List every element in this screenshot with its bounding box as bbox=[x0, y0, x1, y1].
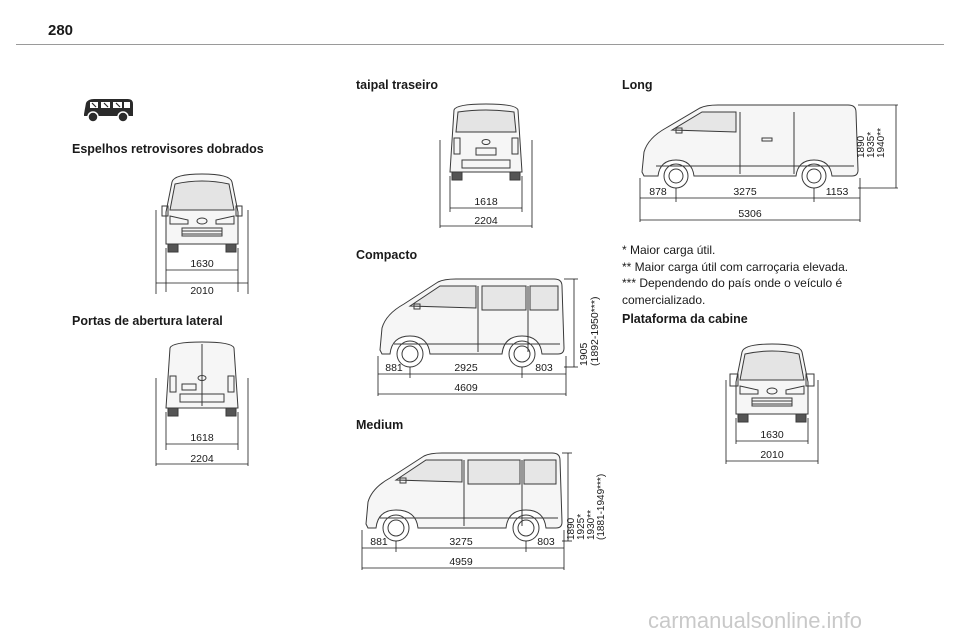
van-side-view-long: 878 3275 1153 5306 1890 1935* 1940** bbox=[639, 104, 898, 222]
header-rule bbox=[16, 44, 944, 45]
heading-long: Long bbox=[622, 78, 653, 92]
dimension-medium-height-range: (1881-1949***) bbox=[596, 474, 607, 540]
van-front-view-cab-platform: 1630 2010 bbox=[725, 343, 819, 464]
dimension-medium-height-raised: 1930** bbox=[586, 510, 597, 540]
footnotes: * Maior carga útil. ** Maior carga útil … bbox=[622, 242, 922, 308]
heading-side-doors: Portas de abertura lateral bbox=[72, 314, 223, 328]
van-rear-view-side-doors: 1618 2204 bbox=[155, 341, 249, 466]
dimension-cab-outer-width: 2010 bbox=[760, 449, 784, 461]
dimension-medium-wheelbase: 3275 bbox=[449, 536, 473, 548]
dimension-front-outer-width: 2010 bbox=[190, 285, 214, 297]
van-front-view-folded-mirrors: 1630 2010 bbox=[155, 173, 249, 297]
footnote-country-cont: comercializado. bbox=[622, 292, 706, 307]
dimension-compact-front-overhang: 881 bbox=[385, 362, 403, 374]
page-number: 280 bbox=[48, 22, 74, 39]
dimension-medium-front-overhang: 881 bbox=[370, 536, 388, 548]
van-rear-view-tailgate: 1618 2204 bbox=[439, 103, 533, 228]
dimension-cab-inner-width: 1630 bbox=[760, 429, 784, 441]
dimension-compact-rear-overhang: 803 bbox=[535, 362, 553, 374]
van-side-view-medium: 881 3275 803 4959 1890 1925* 1930** (188… bbox=[361, 452, 607, 570]
heading-cab-platform: Plataforma da cabine bbox=[622, 312, 748, 326]
dimension-compact-wheelbase: 2925 bbox=[454, 362, 478, 374]
dimension-compact-height-range: (1892-1950***) bbox=[589, 297, 601, 366]
dimension-front-inner-width: 1630 bbox=[190, 258, 214, 270]
dimension-rear-inner-width: 1618 bbox=[190, 432, 214, 444]
dimension-medium-height: 1890 bbox=[566, 517, 577, 540]
dimension-medium-rear-overhang: 803 bbox=[537, 536, 555, 548]
heading-compact: Compacto bbox=[356, 248, 418, 262]
dimension-long-wheelbase: 3275 bbox=[733, 186, 757, 198]
dimension-rear-outer-width: 2204 bbox=[190, 453, 214, 465]
dimension-compact-height: 1905 bbox=[578, 342, 590, 366]
dimension-long-rear-overhang: 1153 bbox=[826, 186, 849, 198]
dimension-medium-height-max-load: 1925* bbox=[576, 514, 587, 540]
van-pictogram-icon bbox=[84, 99, 133, 123]
heading-medium: Medium bbox=[356, 418, 404, 432]
heading-folded-mirrors: Espelhos retrovisores dobrados bbox=[72, 142, 264, 156]
van-side-view-compact: 881 2925 803 4609 1905 (1892-1950***) bbox=[377, 278, 601, 396]
dimension-long-front-overhang: 878 bbox=[649, 186, 667, 198]
dimension-long-total-length: 5306 bbox=[738, 208, 762, 220]
dimension-tailgate-inner-width: 1618 bbox=[474, 196, 498, 208]
dimension-long-height: 1890 bbox=[856, 135, 867, 158]
dimension-long-height-raised: 1940** bbox=[876, 128, 887, 158]
heading-tailgate: taipal traseiro bbox=[356, 78, 438, 92]
footnote-max-load: * Maior carga útil. bbox=[622, 243, 716, 257]
dimension-medium-total-length: 4959 bbox=[449, 556, 473, 568]
dimension-tailgate-outer-width: 2204 bbox=[474, 215, 498, 227]
footnote-country: *** Dependendo do país onde o veículo é bbox=[622, 276, 843, 290]
dimension-long-height-max-load: 1935* bbox=[866, 132, 877, 158]
watermark: carmanualsonline.info bbox=[648, 608, 863, 633]
dimension-compact-total-length: 4609 bbox=[454, 382, 478, 394]
footnote-max-load-raised: ** Maior carga útil com carroçaria eleva… bbox=[622, 259, 849, 274]
